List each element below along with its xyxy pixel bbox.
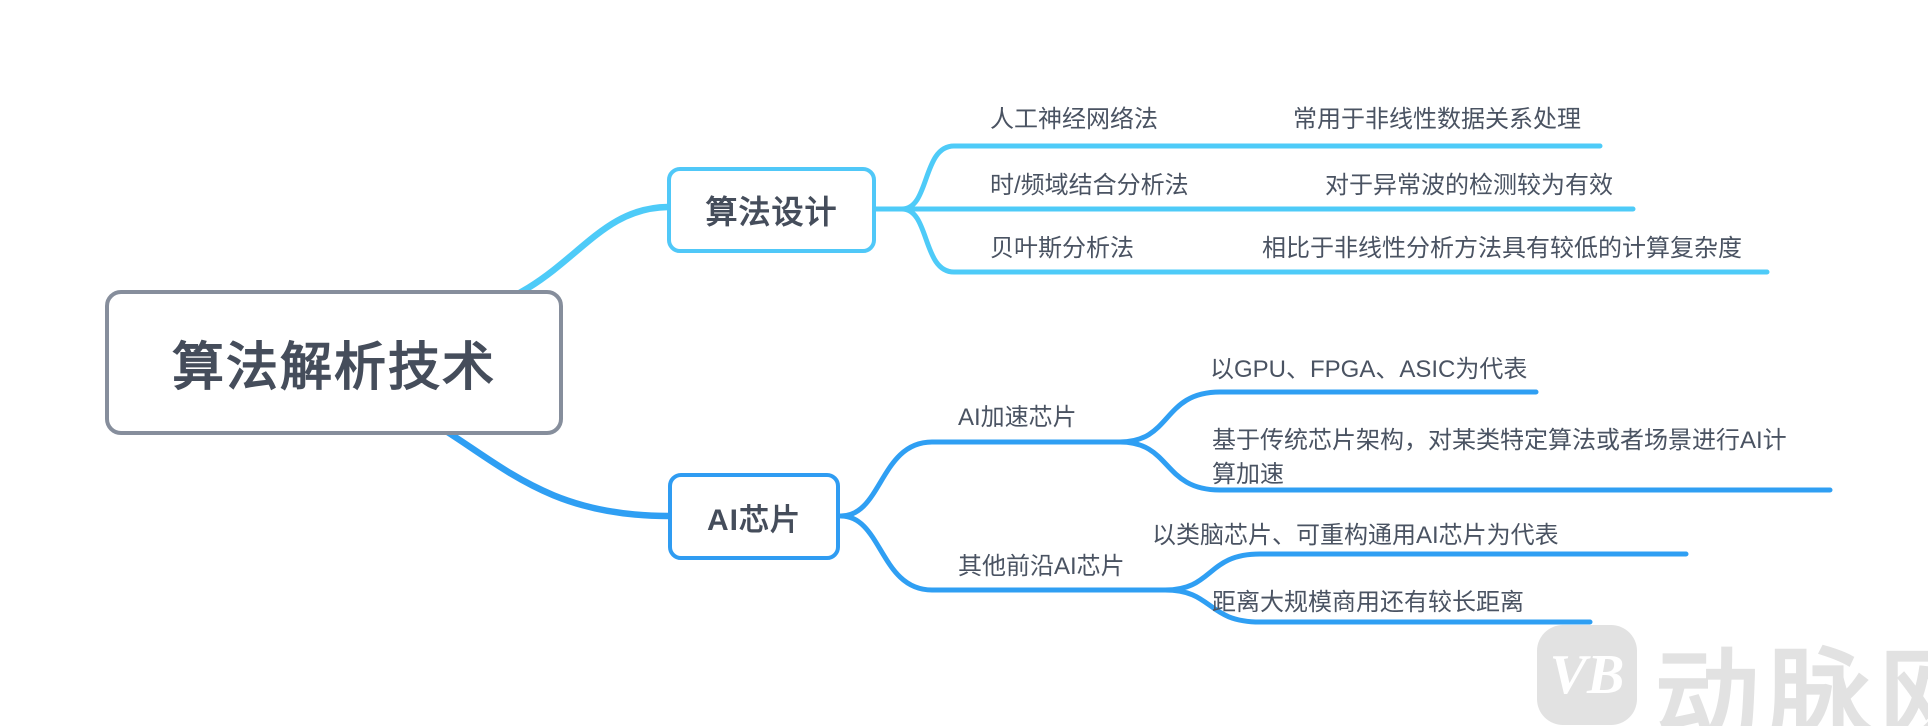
branch-node-algorithm-design[interactable]: 算法设计 — [667, 167, 876, 253]
note-frontier-distance[interactable]: 距离大规模商用还有较长距离 — [1212, 589, 1524, 616]
note-bayes-method[interactable]: 相比于非线性分析方法具有较低的计算复杂度 — [1262, 235, 1742, 262]
topic-ann-method[interactable]: 人工神经网络法 — [990, 106, 1158, 133]
topic-ai-accel-chip[interactable]: AI加速芯片 — [958, 404, 1077, 431]
root-node[interactable]: 算法解析技术 — [105, 290, 563, 435]
branch-node-ai-chip[interactable]: AI芯片 — [668, 473, 840, 560]
underline-design-child-3 — [899, 206, 1770, 275]
topic-bayes-method[interactable]: 贝叶斯分析法 — [990, 235, 1134, 262]
underline-frontier-note-2 — [1162, 587, 1593, 625]
underline-accel-note-1 — [1117, 389, 1539, 445]
branch-label: 算法设计 — [705, 194, 838, 230]
note-accel-representatives[interactable]: 以GPU、FPGA、ASIC为代表 — [1210, 356, 1528, 383]
topic-frontier-ai-chip[interactable]: 其他前沿AI芯片 — [958, 553, 1125, 580]
note-ann-method[interactable]: 常用于非线性数据关系处理 — [1293, 106, 1581, 133]
note-accel-description[interactable]: 基于传统芯片架构，对某类特定算法或者场景进行AI计算加速 — [1212, 427, 1787, 488]
watermark-logo-letters: VB — [1549, 644, 1625, 706]
topic-time-freq-method[interactable]: 时/频域结合分析法 — [990, 172, 1189, 199]
underline-frontier-note-1 — [1162, 551, 1689, 593]
watermark-logo-icon: VB — [1537, 625, 1637, 725]
underline-chip-child-2 — [838, 513, 1168, 593]
underline-accel-note-2 — [1117, 439, 1833, 493]
underline-chip-child-1 — [838, 439, 1123, 519]
connector-root-to-chip — [421, 414, 672, 520]
note-time-freq-method[interactable]: 对于异常波的检测较为有效 — [1325, 172, 1613, 199]
branch-label: AI芯片 — [707, 503, 801, 537]
watermark-brand-text: 动脉网 — [1655, 641, 1928, 726]
note-frontier-representatives[interactable]: 以类脑芯片、可重构通用AI芯片为代表 — [1152, 522, 1559, 549]
underline-design-child-1 — [899, 143, 1603, 212]
root-label: 算法解析技术 — [171, 339, 496, 397]
